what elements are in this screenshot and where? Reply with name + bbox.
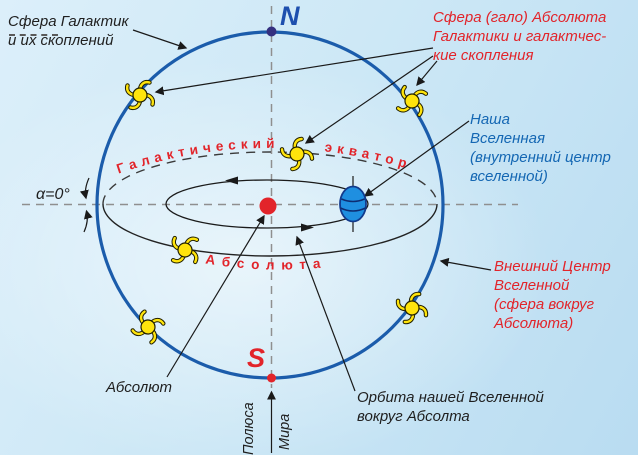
galaxy-icon <box>281 138 314 171</box>
our-universe-label-line2: Вселенная <box>470 130 546 147</box>
galactic-equator-front-arc <box>102 203 438 257</box>
our-universe-sphere <box>339 176 367 232</box>
our-universe-label-line1: Наша <box>470 111 510 128</box>
arrow-halo-to-left-galaxy <box>154 47 434 96</box>
galaxy-sphere-label-line1: Сфера Галактик <box>8 13 129 30</box>
orbit-label-line2: вокруг Абсолта <box>357 408 470 425</box>
outer-center-label-line4: Абсолюта) <box>494 315 574 332</box>
our-universe-label: Наша Вселенная (внутренний центр вселенн… <box>470 110 611 186</box>
world-poles-label-word1: Полюса <box>241 402 257 455</box>
outer-center-label-line3: (сфера вокруг <box>494 296 595 313</box>
label-dashed-underline <box>9 31 58 36</box>
outer-center-label-line1: Внешний Центр <box>494 258 611 275</box>
galactic-equator-arc-text: Галактический <box>115 136 280 177</box>
arrow-halo-to-center-galaxy <box>304 55 434 144</box>
universe-orbit-ellipse <box>165 179 369 229</box>
alpha-angle-label: α=0° <box>36 186 70 203</box>
outer-center-label: Внешний Центр Вселенной (сфера вокруг Аб… <box>494 257 611 333</box>
arrow-orbit <box>295 235 356 392</box>
arrow-galaxy-sphere <box>132 29 188 50</box>
galaxy-sphere-label-line2: и их скоплений <box>8 32 114 49</box>
arrow-our-universe <box>363 120 470 197</box>
absolute-label: Абсолют <box>106 379 173 396</box>
halo-sphere-label: Сфера (гало) Абсолюта Галактики и галакт… <box>433 8 606 65</box>
galaxy-icon <box>170 235 200 265</box>
halo-label-line3: кие скопления <box>433 47 534 64</box>
orbit-direction-arrow-right <box>301 223 314 232</box>
annotation-arrows <box>79 29 492 453</box>
north-pole-letter: N <box>280 1 300 31</box>
outer-center-label-line2: Вселенной <box>494 277 570 294</box>
south-pole-dot <box>267 373 276 383</box>
our-universe-label-line4: вселенной) <box>470 168 548 185</box>
orbit-direction-arrow-left <box>225 176 238 185</box>
world-poles-label-word2: Мира <box>277 413 293 450</box>
orbit-label-line1: Орбита нашей Вселенной <box>357 389 544 406</box>
arrow-outer-center <box>439 257 492 271</box>
alpha-angle-arrow-bottom <box>83 209 93 233</box>
north-pole-dot <box>266 26 277 37</box>
arrow-absolute <box>166 214 265 378</box>
south-pole-letter: S <box>247 343 266 373</box>
our-universe-label-line3: (внутренний центр <box>470 149 611 166</box>
arrow-halo-to-right-galaxy <box>416 60 438 87</box>
galaxy-sphere-label: Сфера Галактик и их скоплений <box>8 12 129 50</box>
alpha-angle-arrow-top <box>79 177 90 200</box>
galactic-equator-back-arc <box>102 151 438 205</box>
halo-label-line1: Сфера (гало) Абсолюта <box>433 9 607 26</box>
orbit-label: Орбита нашей Вселенной вокруг Абсолта <box>357 388 544 426</box>
halo-label-line2: Галактики и галактчес- <box>433 28 607 45</box>
absolute-core-dot <box>259 197 277 215</box>
equator-arc-text-2: экватор <box>324 139 414 172</box>
